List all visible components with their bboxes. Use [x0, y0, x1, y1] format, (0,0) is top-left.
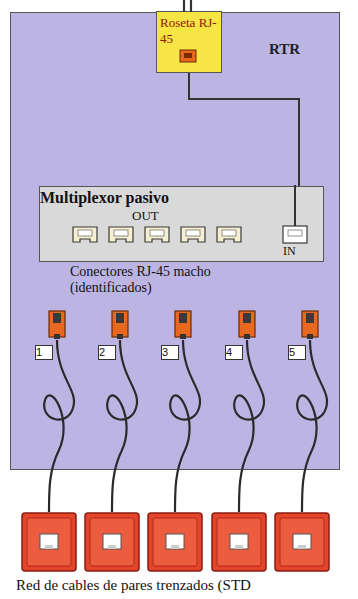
- node-text: 4: [226, 346, 242, 358]
- in-port: [283, 226, 307, 243]
- plug-id-tag: 1: [35, 345, 53, 360]
- rj45-plug: [175, 311, 191, 339]
- wall-socket: [85, 513, 139, 571]
- rj45-plug: [112, 311, 128, 339]
- node-text: IN: [283, 244, 311, 259]
- out-port: [109, 227, 133, 242]
- wall-socket: [148, 513, 202, 571]
- plug-id-tag: 2: [98, 345, 116, 360]
- out-port: [217, 227, 241, 242]
- node-text: Multiplexor pasivo: [40, 189, 323, 207]
- plug-id-tag: 3: [161, 345, 179, 360]
- part-label: Conectores RJ-45 macho (identificados): [70, 264, 270, 296]
- cable: [234, 340, 264, 512]
- multiplexor-box: Multiplexor pasivoOUT IN: [39, 186, 324, 262]
- roseta-box: Roseta RJ-45: [156, 11, 222, 73]
- cable: [183, 0, 185, 12]
- node-text: RTR: [269, 41, 300, 58]
- caption: Red de cables de pares trenzados (STD: [16, 577, 251, 594]
- wall-socket: [212, 513, 266, 571]
- node-text: 2: [99, 346, 115, 358]
- out-port: [181, 227, 205, 242]
- node-text: 3: [162, 346, 178, 358]
- cable-connector: [189, 73, 299, 186]
- cable: [190, 0, 192, 12]
- cable-loops: [44, 340, 327, 512]
- in-port: [288, 230, 302, 236]
- out-port: [73, 227, 97, 242]
- cable: [44, 340, 74, 512]
- rj45-plug: [302, 311, 318, 339]
- wall-socket: [22, 513, 76, 571]
- cable: [107, 340, 137, 512]
- cable: [170, 340, 200, 512]
- cable: [297, 340, 327, 512]
- out-port: [145, 227, 169, 242]
- wall-socket: [275, 513, 329, 571]
- jack-icon: [180, 50, 196, 62]
- node-text: Roseta RJ-45: [160, 15, 218, 47]
- plug-id-tag: 4: [225, 345, 243, 360]
- plug-id-tag: 5: [288, 345, 306, 360]
- node-text: 1: [36, 346, 52, 358]
- jack-icon: [184, 53, 192, 58]
- node-text: 5: [289, 346, 305, 358]
- rj45-plug: [49, 311, 65, 339]
- cable: [294, 185, 296, 226]
- node-text: OUT: [132, 208, 192, 224]
- rj45-plug: [239, 311, 255, 339]
